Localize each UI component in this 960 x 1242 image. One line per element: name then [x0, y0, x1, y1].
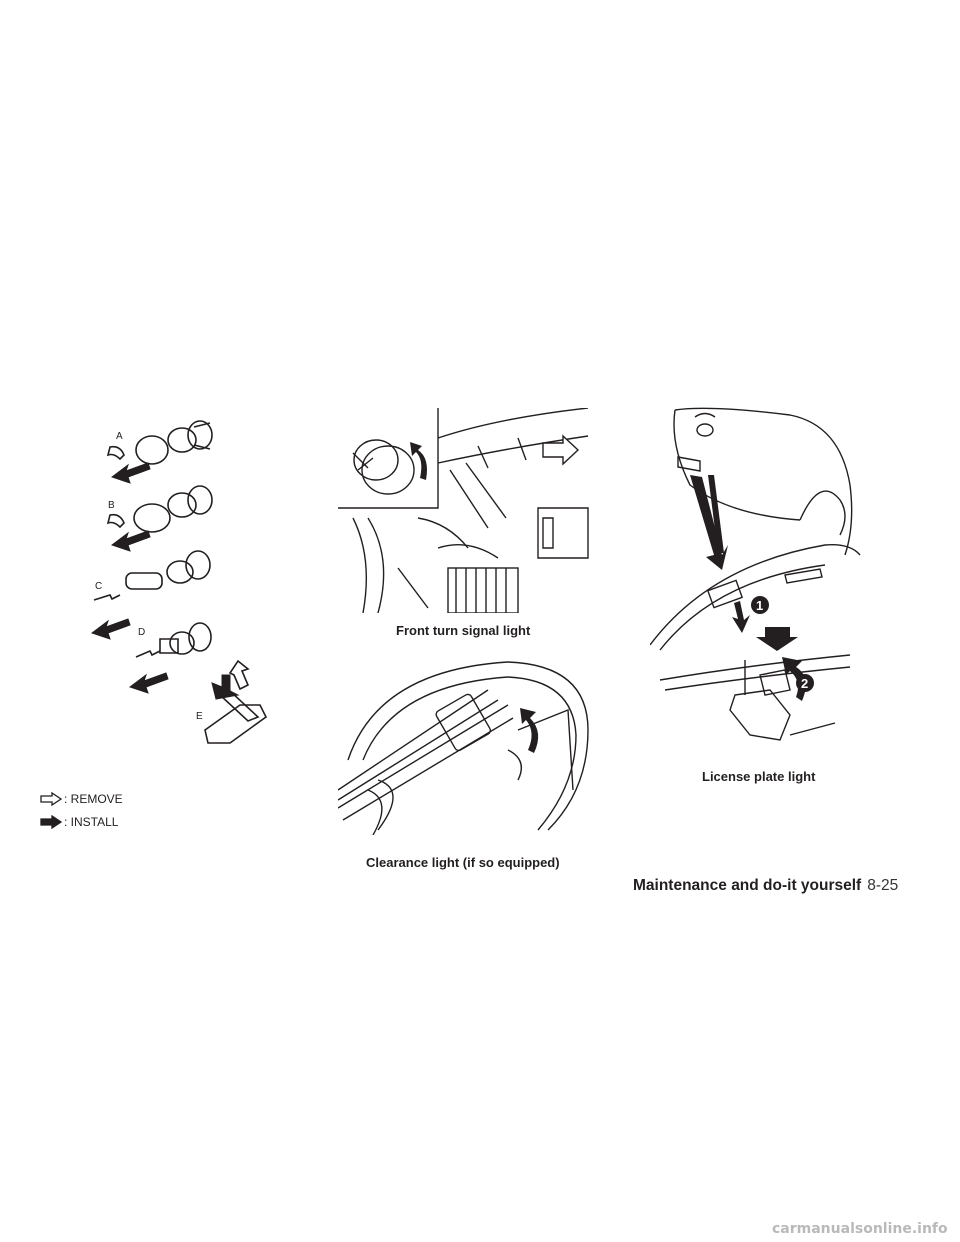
bulb-label-a: A: [116, 431, 123, 442]
clearance-light-caption: Clearance light (if so equipped): [366, 855, 560, 870]
clearance-light-figure: [338, 650, 600, 835]
legend-install-label: : INSTALL: [64, 815, 119, 829]
front-turn-signal-figure: [338, 408, 600, 613]
bulb-types-figure: A B C D E: [90, 405, 280, 755]
legend-remove: : REMOVE: [40, 792, 123, 806]
license-plate-figure: 1 2: [650, 405, 865, 760]
bulb-types-drawing: A B C D E: [90, 420, 268, 744]
watermark-link[interactable]: carmanualsonline.info: [772, 1221, 948, 1237]
license-plate-drawing: 1 2: [650, 407, 861, 741]
front-turn-signal-caption: Front turn signal light: [396, 623, 531, 638]
bulb-label-b: B: [108, 500, 115, 511]
step-1-number: 1: [756, 598, 763, 613]
step-2-marker: 2: [796, 674, 814, 692]
page-footer: Maintenance and do-it yourself 8-25: [633, 877, 898, 895]
section-title: Maintenance and do-it yourself: [633, 877, 862, 894]
step-1-marker: 1: [751, 596, 769, 614]
legend-install: : INSTALL: [40, 815, 118, 829]
bulb-label-d: D: [138, 627, 145, 638]
step-2-number: 2: [801, 676, 808, 691]
legend-remove-label: : REMOVE: [64, 792, 123, 806]
license-plate-caption: License plate light: [702, 769, 816, 784]
clearance-light-drawing: [338, 661, 589, 835]
bulb-label-c: C: [95, 581, 102, 592]
filled-arrow-icon: [40, 815, 62, 829]
outline-arrow-icon: [40, 792, 62, 806]
front-turn-signal-drawing: [338, 408, 589, 613]
page-number: 8-25: [867, 877, 899, 894]
bulb-label-e: E: [196, 711, 203, 722]
